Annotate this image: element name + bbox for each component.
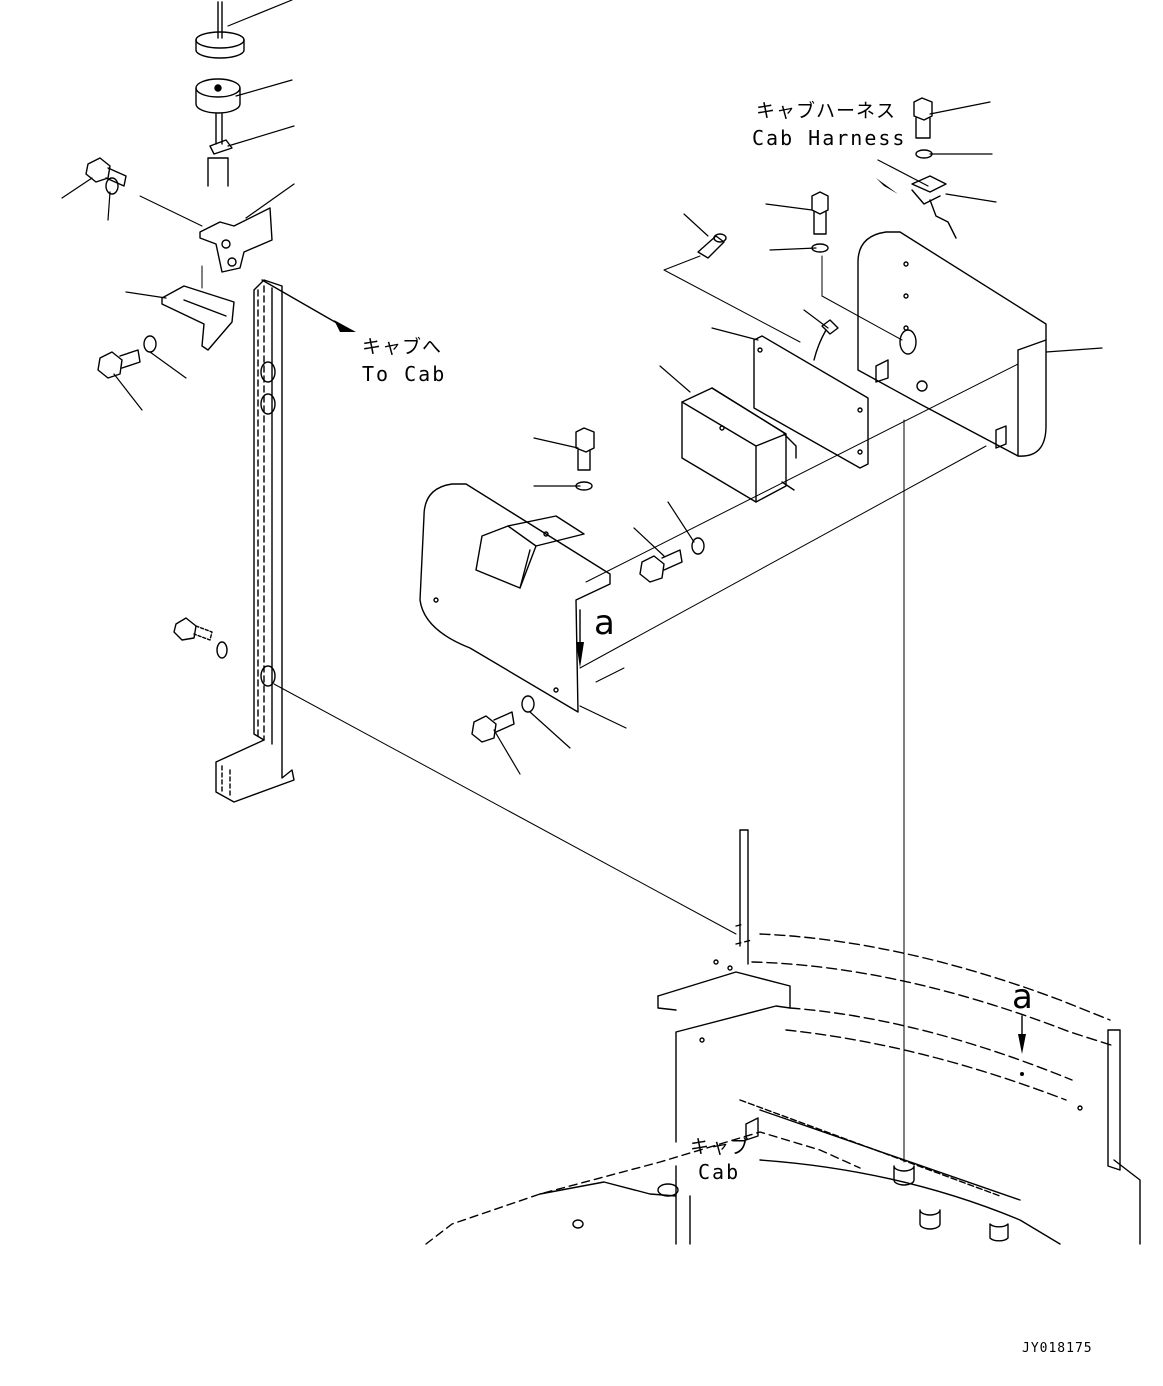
detail-a-upper-label: a xyxy=(594,603,615,643)
center-bolt-top xyxy=(575,427,595,491)
mounting-plate xyxy=(753,335,869,469)
to-cab-label-jp: キャブへ xyxy=(362,336,443,358)
mid-bolt xyxy=(639,537,705,583)
cab-harness-label-en: Cab Harness xyxy=(752,126,907,150)
upper-bracket xyxy=(199,207,273,273)
arrow-heads xyxy=(334,178,1026,1054)
arrow-shafts xyxy=(261,279,1023,1041)
detail-a-lower-label: a xyxy=(1012,977,1033,1017)
harness-clip xyxy=(911,175,957,239)
center-screw xyxy=(697,233,727,259)
left-bolt-bottom xyxy=(97,335,157,379)
guide-lines xyxy=(139,195,1019,1163)
upper-mount-stud xyxy=(195,1,245,59)
cover-panel xyxy=(419,483,611,713)
drawing-id: JY018175 xyxy=(1022,1341,1093,1356)
right-bolt-top xyxy=(913,97,933,159)
pillar-bolt xyxy=(173,617,228,659)
lower-bracket xyxy=(161,285,235,351)
enclosure-housing xyxy=(857,231,1047,457)
left-bolt-top xyxy=(85,157,127,195)
cab-frame xyxy=(425,829,1141,1245)
controller-box xyxy=(681,387,797,503)
vertical-pillar xyxy=(215,279,295,803)
cab-label-en: Cab xyxy=(698,1160,741,1184)
cab-label-jp: キャブ xyxy=(690,1136,751,1158)
rubber-cushion xyxy=(195,78,241,114)
center-bolt-bottom xyxy=(471,695,535,743)
harness-grommet xyxy=(813,319,839,361)
cab-harness-label-jp: キャブハーネス xyxy=(756,100,897,122)
bolt-with-bracket xyxy=(207,113,233,187)
leader-lines xyxy=(61,0,1103,775)
to-cab-label-en: To Cab xyxy=(362,362,447,386)
upper-center-bolt xyxy=(811,191,829,253)
